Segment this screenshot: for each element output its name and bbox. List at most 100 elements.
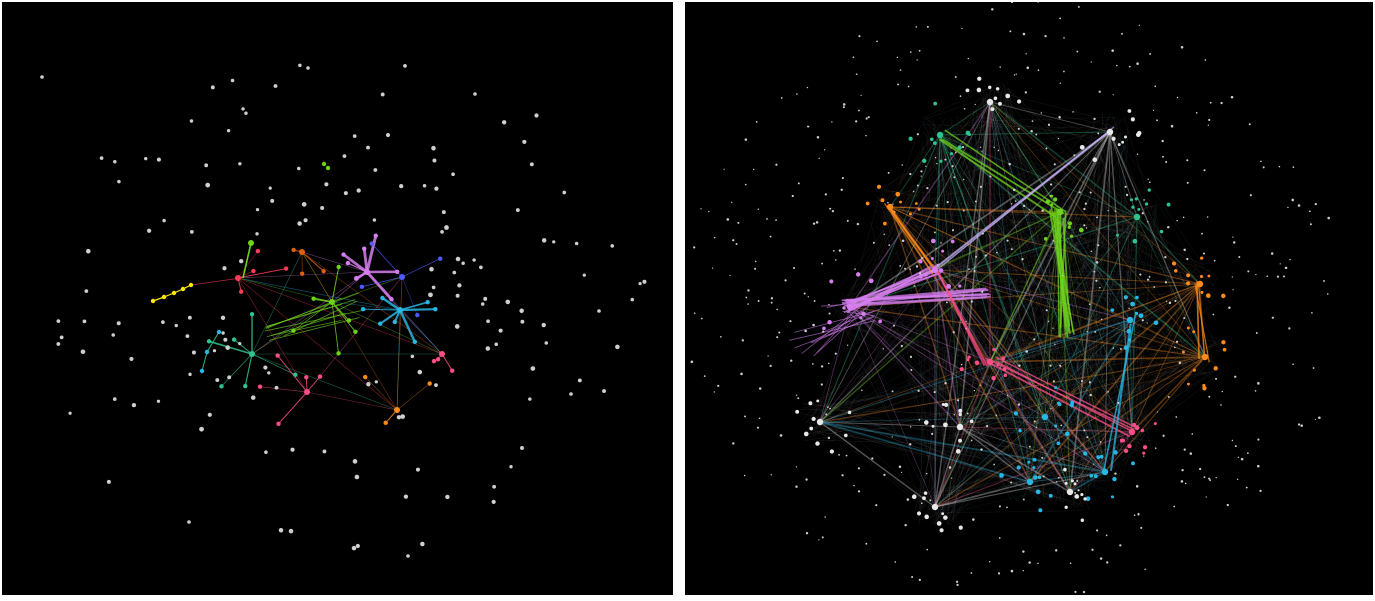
cluster-node (1123, 295, 1128, 300)
cluster-node (321, 268, 326, 274)
gray-node (737, 221, 740, 224)
gray-node (1106, 561, 1109, 564)
gray-node (979, 146, 982, 148)
hub-node (1041, 413, 1049, 421)
graph-edge (1032, 471, 1106, 489)
graph-edge (899, 126, 932, 221)
gray-node (1287, 206, 1289, 209)
graph-edge (1110, 126, 1204, 266)
nodes-layer (40, 63, 647, 558)
gray-node (842, 106, 845, 109)
cluster-node (395, 269, 400, 275)
gray-node (210, 85, 215, 90)
graph-edge (987, 103, 1115, 450)
gray-node (1270, 252, 1274, 255)
inter-cluster-edge (959, 101, 991, 428)
gray-node (970, 572, 973, 574)
graph-edge (972, 210, 1130, 419)
graph-edge (1116, 138, 1140, 434)
gray-node (804, 329, 807, 333)
cluster-edge (794, 316, 875, 349)
graph-edge (923, 107, 996, 288)
gray-node (995, 414, 998, 417)
cluster-edge (399, 308, 436, 312)
inter-cluster-edge (959, 426, 1071, 493)
graph-edge (867, 236, 1121, 318)
graph-edge (983, 275, 1185, 365)
gray-node (1121, 32, 1123, 35)
gray-node (1215, 476, 1217, 479)
graph-edge (954, 421, 1048, 435)
cluster-node (363, 374, 368, 380)
gray-node (1259, 489, 1262, 492)
gray-node (144, 156, 148, 161)
gray-node (828, 312, 831, 315)
graph-edge (995, 117, 1007, 372)
gray-node (638, 282, 642, 286)
graph-edge (830, 305, 1189, 372)
gray-node (1156, 119, 1158, 122)
gray-node (918, 49, 921, 52)
graph-edge (1050, 206, 1121, 316)
gray-node (1249, 194, 1252, 197)
gray-node (1204, 59, 1207, 61)
gray-node (1089, 191, 1092, 194)
graph-edge (1007, 100, 1097, 147)
graph-edge (946, 134, 1121, 492)
inter-cluster-edge (934, 269, 1031, 483)
graph-edge (1070, 294, 1190, 496)
inter-cluster-edge (849, 306, 1031, 483)
cluster-node (930, 137, 934, 142)
graph-edge (918, 139, 939, 259)
gray-node (255, 232, 259, 236)
graph-edge (946, 284, 1145, 306)
graph-edge (935, 201, 1123, 281)
gray-node (1231, 276, 1233, 278)
gray-node (690, 360, 694, 364)
graph-edge (1099, 116, 1117, 135)
cluster-node (808, 401, 813, 406)
graph-edge (932, 130, 1152, 430)
graph-edge (1049, 198, 1066, 200)
graph-edge (981, 96, 989, 119)
gray-node (790, 359, 793, 362)
cluster-node (899, 200, 902, 204)
cluster-node (1002, 367, 1007, 372)
inter-cluster-edge (819, 421, 961, 428)
inter-cluster-edge (331, 271, 368, 303)
gray-node (693, 312, 696, 314)
gray-node (970, 439, 973, 442)
cluster-node (993, 96, 998, 101)
graph-edge (890, 100, 996, 189)
graph-edge (958, 137, 1188, 357)
gray-node (769, 364, 772, 367)
graph-edge (952, 268, 1019, 492)
graph-edge (930, 429, 1040, 523)
gray-node (838, 249, 842, 252)
cluster-node (991, 375, 996, 381)
cluster-node (795, 409, 800, 414)
gray-node (1025, 53, 1027, 55)
graph-edge (894, 131, 950, 225)
gray-node (1232, 236, 1234, 238)
gray-node (399, 184, 404, 189)
graph-edge (815, 426, 1036, 484)
gray-node (244, 111, 248, 115)
gray-node (239, 258, 244, 264)
graph-edge (1008, 119, 1059, 196)
inter-cluster-edge (989, 283, 1201, 363)
graph-edge (857, 323, 1037, 493)
gray-node (520, 319, 525, 324)
graph-edge (800, 409, 1140, 419)
graph-edge (924, 133, 1211, 361)
gray-node (865, 542, 868, 545)
inter-cluster-edge (889, 206, 961, 428)
inter-cluster-edge (1029, 283, 1201, 483)
gray-node (1083, 207, 1086, 211)
gray-node (1006, 506, 1008, 509)
gray-node (1045, 147, 1048, 150)
cluster-node (206, 339, 212, 344)
gray-node (1021, 258, 1024, 261)
gray-node (1314, 418, 1316, 421)
graph-edge (1025, 414, 1029, 436)
